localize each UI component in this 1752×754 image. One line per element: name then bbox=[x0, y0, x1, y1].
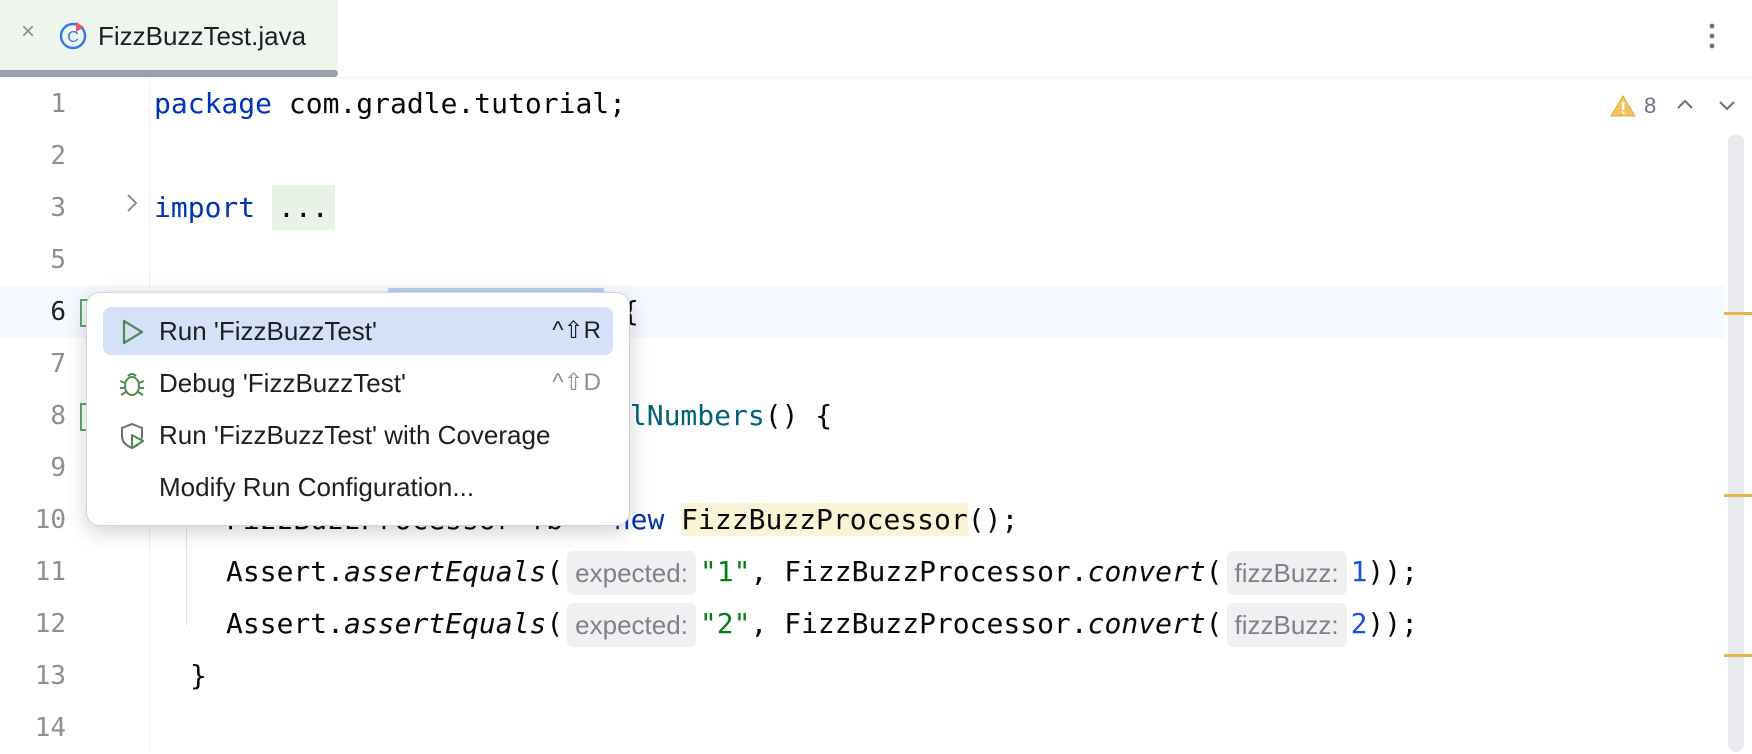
code-text: , FizzBuzzProcessor. bbox=[750, 555, 1088, 588]
code-text: )); bbox=[1367, 555, 1418, 588]
parameter-hint: expected: bbox=[567, 603, 696, 647]
warning-count: 8 bbox=[1644, 93, 1657, 118]
code-text: ( bbox=[1205, 555, 1223, 588]
code-line-12: Assert.assertEquals(expected:"2", FizzBu… bbox=[226, 598, 1418, 650]
menu-item-modify-run-configuration[interactable]: Modify Run Configuration... bbox=[103, 463, 613, 511]
chevron-down-icon[interactable] bbox=[1716, 94, 1738, 116]
warning-marker[interactable] bbox=[1724, 654, 1752, 657]
code-text: () { bbox=[764, 399, 833, 432]
parameter-hint: fizzBuzz: bbox=[1226, 603, 1347, 647]
more-options-icon[interactable] bbox=[1700, 18, 1724, 54]
run-icon bbox=[122, 319, 144, 345]
code-text: com.gradle.tutorial; bbox=[272, 87, 627, 120]
parameter-hint: expected: bbox=[567, 551, 696, 595]
chevron-up-icon[interactable] bbox=[1674, 94, 1696, 116]
parameter-hint: fizzBuzz: bbox=[1226, 551, 1347, 595]
method-call: convert bbox=[1087, 555, 1206, 588]
code-text: ( bbox=[546, 555, 564, 588]
coverage-icon bbox=[121, 422, 144, 450]
line-number: 2 bbox=[50, 141, 66, 171]
code-text: )); bbox=[1367, 607, 1418, 640]
line-number: 3 bbox=[50, 193, 66, 223]
line-number: 9 bbox=[50, 453, 66, 483]
line-number: 8 bbox=[50, 401, 66, 431]
code-text: Assert. bbox=[226, 555, 345, 588]
code-text: (); bbox=[967, 503, 1019, 536]
debug-icon bbox=[119, 373, 145, 396]
line-number: 14 bbox=[34, 713, 66, 743]
folded-imports[interactable]: ... bbox=[272, 185, 335, 230]
menu-item-shortcut: ^⇧D bbox=[552, 369, 601, 396]
line-number: 10 bbox=[34, 505, 66, 535]
menu-item-label: Modify Run Configuration... bbox=[159, 472, 475, 502]
text-selection bbox=[388, 288, 604, 294]
line-number: 1 bbox=[50, 89, 66, 119]
code-line-1: package com.gradle.tutorial; bbox=[154, 78, 626, 130]
string-literal: "2" bbox=[699, 607, 751, 640]
keyword: package bbox=[154, 87, 273, 120]
close-icon[interactable]: × bbox=[20, 18, 35, 45]
menu-item-label: Run 'FizzBuzzTest' bbox=[159, 316, 377, 346]
string-literal: "1" bbox=[699, 555, 751, 588]
code-text: } bbox=[190, 659, 207, 692]
code-text: Assert. bbox=[226, 607, 345, 640]
line-number: 6 bbox=[50, 297, 66, 327]
tab-title: FizzBuzzTest.java bbox=[98, 21, 307, 51]
run-context-menu: Run 'FizzBuzzTest' ^⇧R Debug 'FizzBuzzTe… bbox=[86, 292, 630, 526]
fold-arrow-icon[interactable] bbox=[122, 191, 142, 215]
test-class-icon: C bbox=[59, 22, 87, 50]
tab-fizzbuzztest[interactable]: × C FizzBuzzTest.java bbox=[0, 0, 338, 78]
inspection-widget[interactable]: 8 bbox=[1610, 90, 1656, 122]
code-line-13: } bbox=[190, 650, 207, 702]
editor-tab-bar: × C FizzBuzzTest.java bbox=[0, 0, 1752, 78]
number-literal: 2 bbox=[1350, 607, 1368, 640]
menu-item-label: Run 'FizzBuzzTest' with Coverage bbox=[159, 420, 551, 450]
number-literal: 1 bbox=[1350, 555, 1368, 588]
menu-item-shortcut: ^⇧R bbox=[552, 317, 601, 344]
vertical-scrollbar[interactable] bbox=[1728, 134, 1744, 752]
active-tab-indicator bbox=[0, 70, 338, 77]
svg-text:C: C bbox=[67, 29, 79, 46]
warning-icon bbox=[1610, 95, 1636, 117]
class-reference: FizzBuzzProcessor bbox=[681, 503, 968, 536]
line-number: 11 bbox=[34, 557, 66, 587]
code-text: ( bbox=[546, 607, 564, 640]
code-line-11: Assert.assertEquals(expected:"1", FizzBu… bbox=[226, 546, 1418, 598]
method-call: assertEquals bbox=[344, 607, 547, 640]
warning-marker[interactable] bbox=[1724, 312, 1752, 315]
menu-item-run[interactable]: Run 'FizzBuzzTest' ^⇧R bbox=[103, 307, 613, 355]
code-line-3: import ... bbox=[154, 182, 335, 234]
code-text: ( bbox=[1205, 607, 1223, 640]
line-number: 13 bbox=[34, 661, 66, 691]
keyword: import bbox=[154, 191, 256, 224]
menu-item-label: Debug 'FizzBuzzTest' bbox=[159, 368, 406, 398]
code-text: , FizzBuzzProcessor. bbox=[750, 607, 1088, 640]
line-number: 12 bbox=[34, 609, 66, 639]
method-name: alNumbers bbox=[613, 399, 765, 432]
code-editor[interactable]: 1 2 3 5 6 7 8 9 10 11 12 13 14 package c… bbox=[0, 78, 1752, 752]
line-number: 5 bbox=[50, 245, 66, 275]
menu-item-run-coverage[interactable]: Run 'FizzBuzzTest' with Coverage bbox=[103, 411, 613, 459]
warning-marker[interactable] bbox=[1724, 494, 1752, 497]
code-line-8: alNumbers() { bbox=[613, 390, 832, 442]
menu-item-debug[interactable]: Debug 'FizzBuzzTest' ^⇧D bbox=[103, 359, 613, 407]
method-call: convert bbox=[1087, 607, 1206, 640]
method-call: assertEquals bbox=[344, 555, 547, 588]
line-number: 7 bbox=[50, 349, 66, 379]
